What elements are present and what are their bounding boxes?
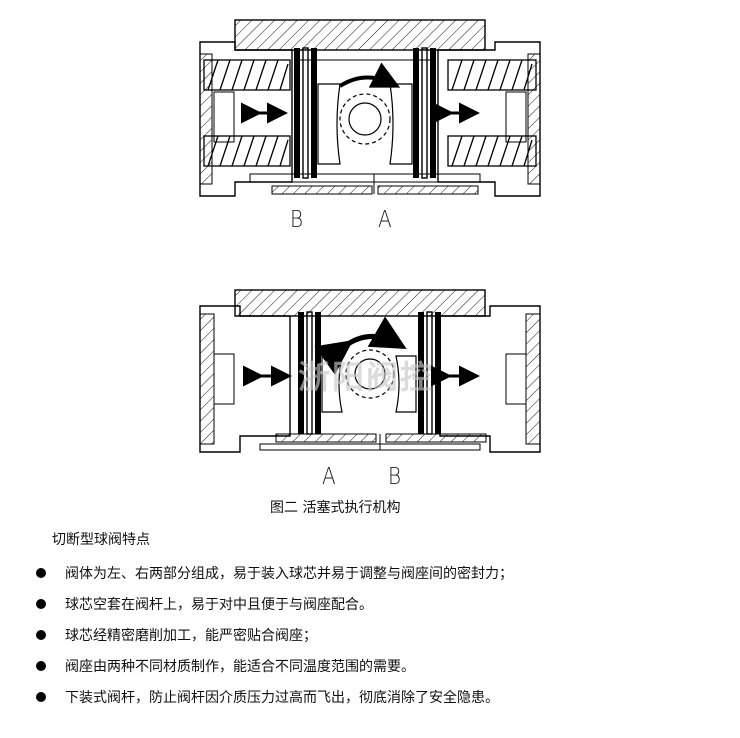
feature-text: 球芯经精密磨削加工，能严密贴合阀座； [65, 627, 317, 644]
list-item: 阀体为左、右两部分组成，易于装入球芯并易于调整与阀座间的密封力； [36, 557, 513, 588]
list-item: 下装式阀杆，防止阀杆因介质压力过高而飞出，彻底消除了安全隐患。 [36, 681, 513, 712]
list-item: 球芯经精密磨削加工，能严密贴合阀座； [36, 619, 513, 650]
port-label-a: A [322, 462, 336, 490]
watermark-text: 浙阳阀控 [298, 358, 435, 396]
feature-text: 球芯空套在阀杆上，易于对中且便于与阀座配合。 [65, 596, 373, 613]
bullet-icon [36, 660, 46, 671]
bullet-icon [36, 598, 46, 609]
feature-text: 阀体为左、右两部分组成，易于装入球芯并易于调整与阀座间的密封力； [65, 565, 513, 582]
port-label-b: B [290, 205, 304, 233]
feature-text: 下装式阀杆，防止阀杆因介质压力过高而飞出，彻底消除了安全隐患。 [65, 689, 499, 706]
feature-list: 阀体为左、右两部分组成，易于装入球芯并易于调整与阀座间的密封力； 球芯空套在阀杆… [36, 557, 513, 712]
actuator-diagram-double-acting [190, 284, 550, 464]
figure-caption: 图二 活塞式执行机构 [270, 500, 401, 516]
section-heading: 切断型球阀特点 [52, 532, 150, 548]
list-item: 阀座由两种不同材质制作，能适合不同温度范围的需要。 [36, 650, 513, 681]
list-item: 球芯空套在阀杆上，易于对中且便于与阀座配合。 [36, 588, 513, 619]
port-label-a: A [378, 205, 392, 233]
bullet-icon [36, 567, 46, 578]
feature-text: 阀座由两种不同材质制作，能适合不同温度范围的需要。 [65, 658, 415, 675]
actuator-diagram-spring-return [190, 14, 550, 210]
bullet-icon [36, 629, 46, 640]
port-label-b: B [388, 462, 402, 490]
bullet-icon [36, 691, 46, 702]
